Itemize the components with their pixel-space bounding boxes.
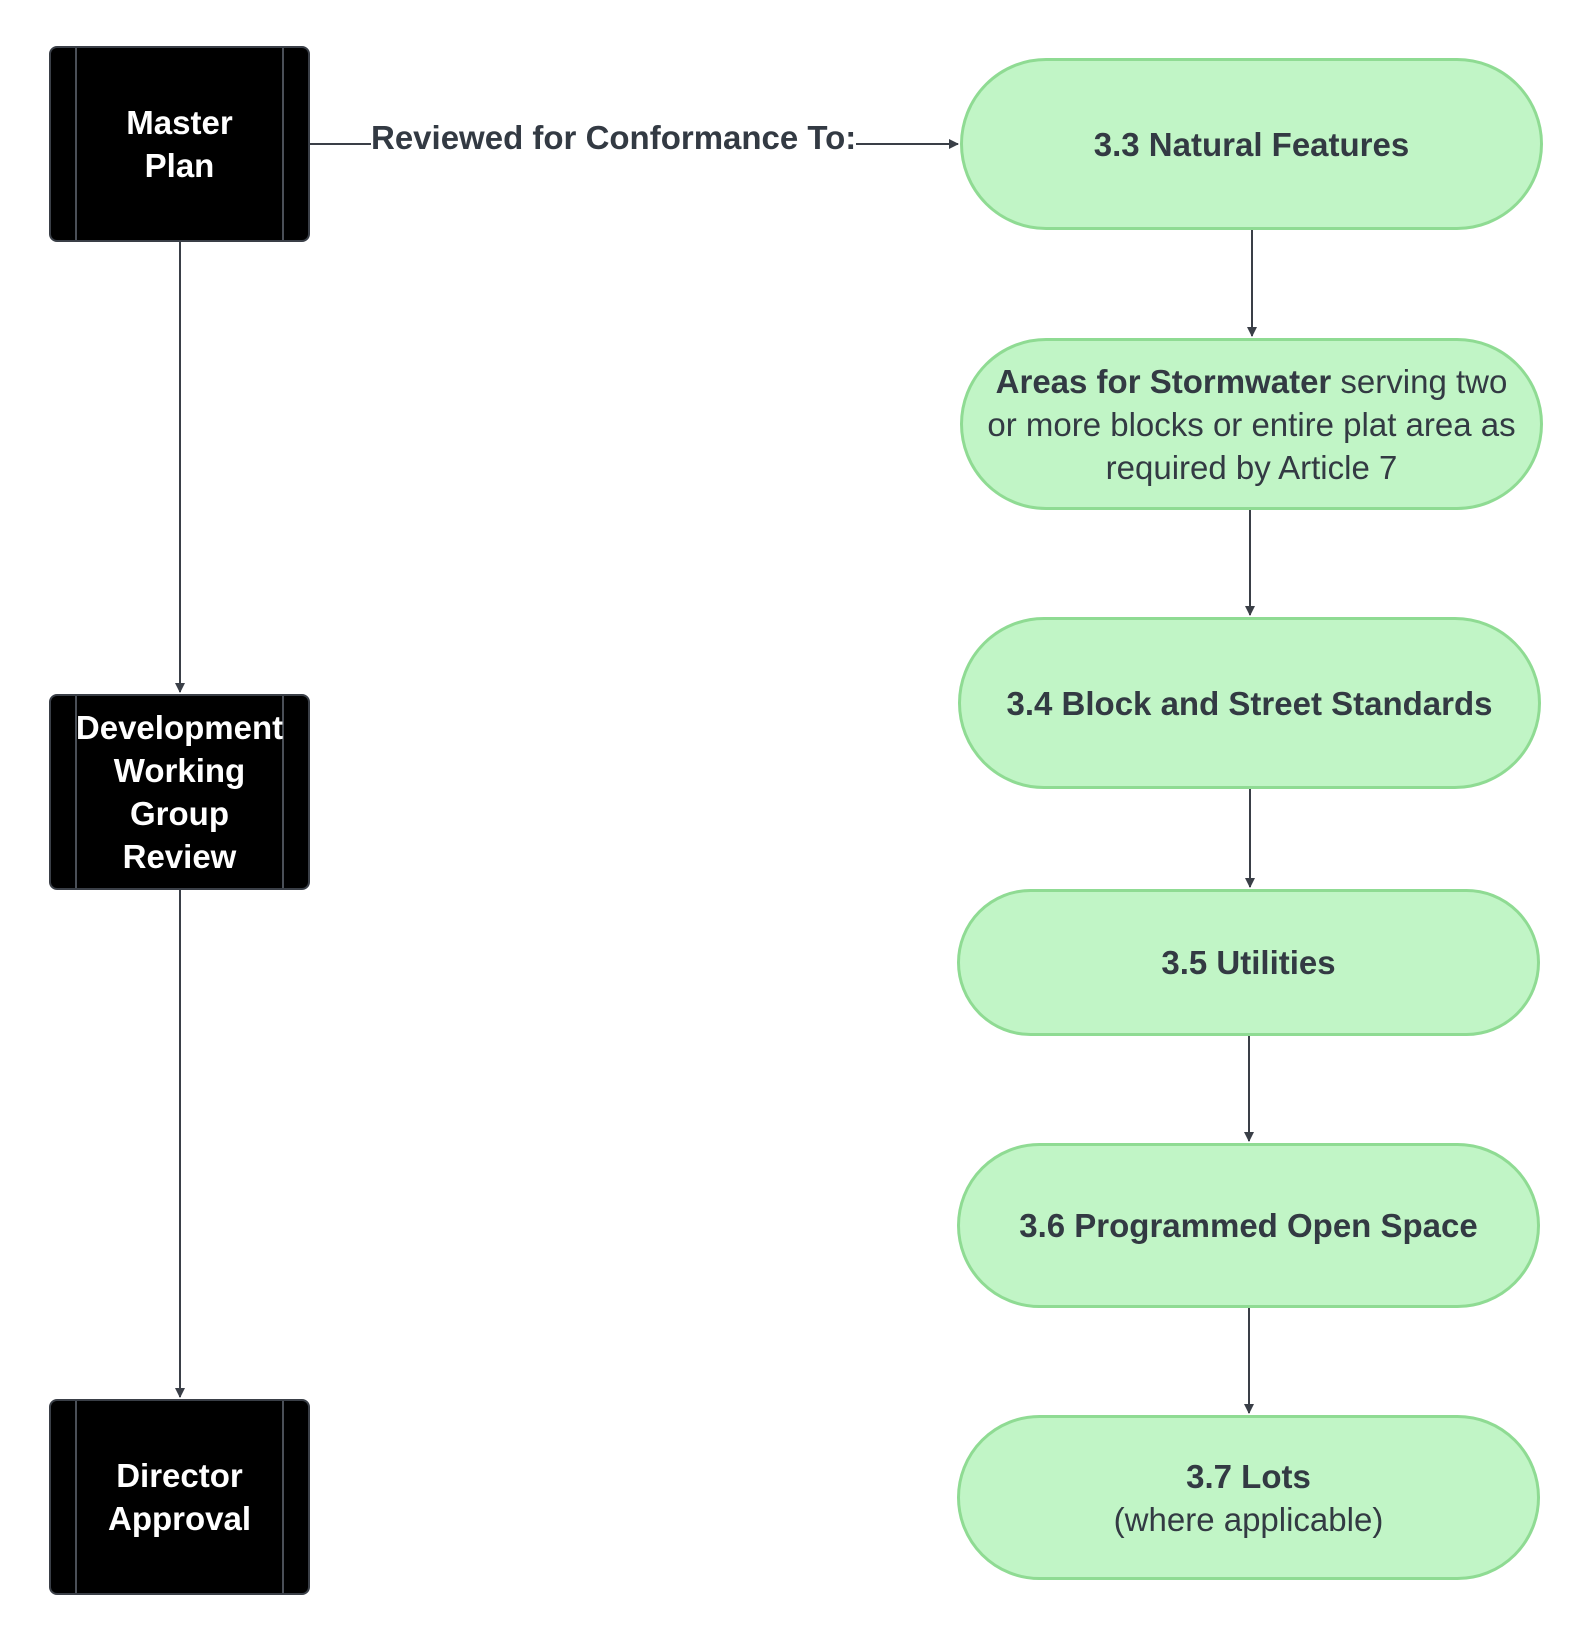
- utilities-item: 3.5 Utilities: [957, 889, 1540, 1036]
- stormwater-areas-item: Areas for Stormwater serving two or more…: [960, 338, 1543, 510]
- programmed-open-space-title: 3.6 Programmed Open Space: [1019, 1207, 1478, 1244]
- programmed-open-space-item: 3.6 Programmed Open Space: [957, 1143, 1540, 1308]
- development-working-group-review-label: Development Working Group Review: [75, 709, 284, 875]
- director-approval-box: Director Approval: [49, 1399, 310, 1595]
- lots-title: 3.7 Lots: [1186, 1457, 1311, 1495]
- natural-features-item: 3.3 Natural Features: [960, 58, 1543, 230]
- development-working-group-review-box: Development Working Group Review: [49, 694, 310, 890]
- block-street-standards-title: 3.4 Block and Street Standards: [1006, 684, 1493, 722]
- lots-item: 3.7 Lots (where applicable): [957, 1415, 1540, 1580]
- master-plan-label: Master Plan: [126, 104, 233, 184]
- lots-note: (where applicable): [1113, 1500, 1384, 1538]
- stormwater-areas-text: Areas for Stormwater serving two or more…: [983, 360, 1520, 489]
- utilities-title: 3.5 Utilities: [1161, 944, 1336, 981]
- block-street-standards-item: 3.4 Block and Street Standards: [958, 617, 1541, 789]
- natural-features-title: 3.3 Natural Features: [1093, 125, 1410, 163]
- stormwater-areas-description: serving two or more blocks or entire pla…: [987, 362, 1516, 486]
- conformance-connector-label: Reviewed for Conformance To:: [371, 118, 857, 158]
- stormwater-areas-title: Areas for Stormwater: [995, 362, 1332, 400]
- master-plan-box: Master Plan: [49, 46, 310, 242]
- director-approval-label: Director Approval: [107, 1457, 252, 1537]
